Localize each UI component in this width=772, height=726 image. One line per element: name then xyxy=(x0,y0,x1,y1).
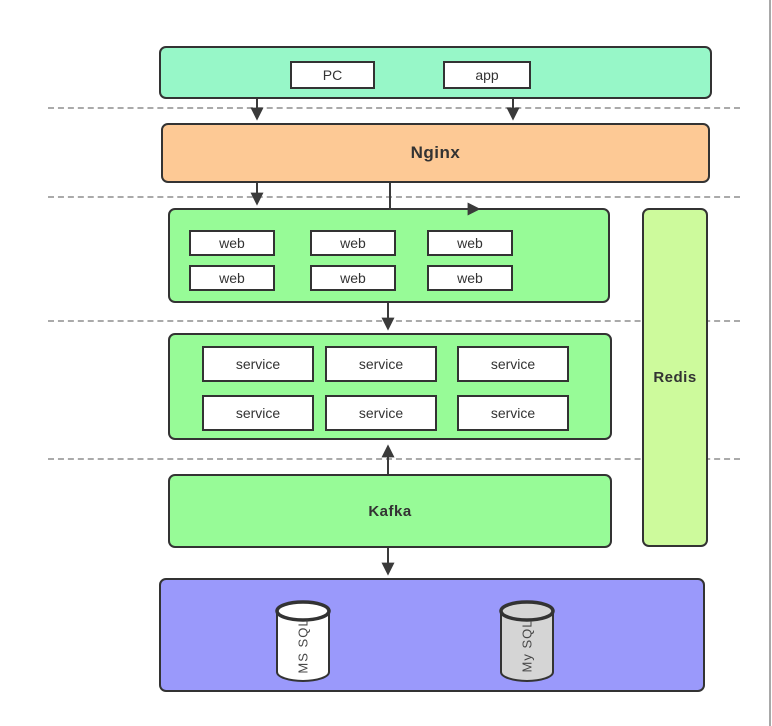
kafka-box: Kafka xyxy=(168,474,612,548)
mysql-label: My SQL xyxy=(519,619,535,673)
layer-divider-1 xyxy=(48,107,740,109)
redis-box: Redis xyxy=(642,208,708,547)
mssql-label: MS SQL xyxy=(295,618,311,674)
app-node: app xyxy=(443,61,531,89)
database-cylinder-icon xyxy=(275,600,331,682)
layer-divider-4 xyxy=(48,458,740,460)
web-node: web xyxy=(427,230,513,256)
web-node: web xyxy=(189,230,275,256)
web-layer-box: web web web web web web xyxy=(168,208,610,303)
page-edge-line xyxy=(769,0,771,726)
web-node: web xyxy=(310,230,396,256)
service-layer-box: service service service service service … xyxy=(168,333,612,440)
web-node: web xyxy=(310,265,396,291)
service-node: service xyxy=(202,395,314,431)
pc-node: PC xyxy=(290,61,375,89)
mysql-database-cylinder: My SQL xyxy=(498,600,556,686)
service-node: service xyxy=(202,346,314,382)
layer-divider-2 xyxy=(48,196,740,198)
layer-divider-3 xyxy=(48,320,740,322)
service-node: service xyxy=(325,395,437,431)
service-node: service xyxy=(457,346,569,382)
nginx-box: Nginx xyxy=(161,123,710,183)
database-cylinder-icon xyxy=(499,600,555,682)
mssql-database-cylinder: MS SQL xyxy=(274,600,332,686)
web-node: web xyxy=(189,265,275,291)
data-layer-box: MS SQL My SQL xyxy=(159,578,705,692)
service-node: service xyxy=(457,395,569,431)
web-node: web xyxy=(427,265,513,291)
client-layer-box: PC app xyxy=(159,46,712,99)
service-node: service xyxy=(325,346,437,382)
